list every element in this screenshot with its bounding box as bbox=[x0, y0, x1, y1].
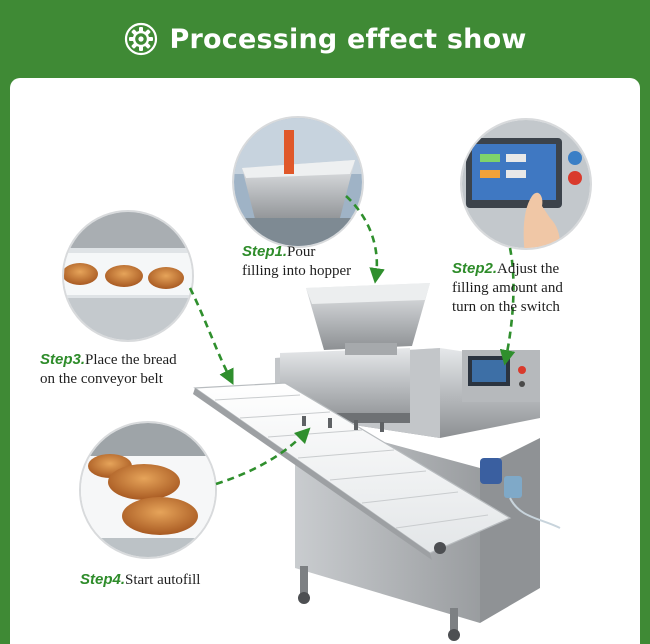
arrow-step2 bbox=[499, 247, 516, 366]
step1-label: Step1.Pour filling into hopper bbox=[242, 242, 351, 281]
step2-text-1: Adjust the bbox=[497, 261, 560, 277]
step2-photo bbox=[460, 118, 592, 250]
step1-title: Step1. bbox=[242, 243, 288, 260]
step4-title: Step4. bbox=[80, 571, 126, 588]
gear-icon bbox=[124, 22, 157, 56]
process-illustration bbox=[62, 116, 592, 641]
step3-text-2: on the conveyor belt bbox=[40, 371, 163, 387]
arrow-step4 bbox=[215, 427, 311, 486]
step3-title: Step3. bbox=[40, 351, 86, 368]
step2-text-2: filling amount and bbox=[452, 280, 563, 296]
step4-text-1: Start autofill bbox=[125, 572, 201, 588]
filling-machine bbox=[193, 283, 561, 641]
step2-label: Step2.Adjust the filling amount and turn… bbox=[452, 259, 563, 317]
arrow-step3 bbox=[188, 287, 234, 385]
step2-text-3: turn on the switch bbox=[452, 299, 560, 315]
step3-photo bbox=[62, 210, 194, 342]
page-title: Processing effect show bbox=[169, 23, 527, 55]
step2-title: Step2. bbox=[452, 260, 498, 277]
step1-text-1: Pour bbox=[287, 244, 316, 260]
step1-text-2: filling into hopper bbox=[242, 263, 352, 279]
step4-label: Step4.Start autofill bbox=[80, 570, 200, 590]
step1-photo bbox=[232, 116, 364, 248]
step3-text-1: Place the bread bbox=[85, 352, 177, 368]
content-panel: Step1.Pour filling into hopper Step2.Adj… bbox=[10, 78, 640, 644]
step3-label: Step3.Place the bread on the conveyor be… bbox=[40, 350, 177, 389]
step4-photo bbox=[79, 421, 217, 559]
header-bar: Processing effect show bbox=[0, 0, 650, 78]
step-arrows bbox=[188, 195, 516, 486]
